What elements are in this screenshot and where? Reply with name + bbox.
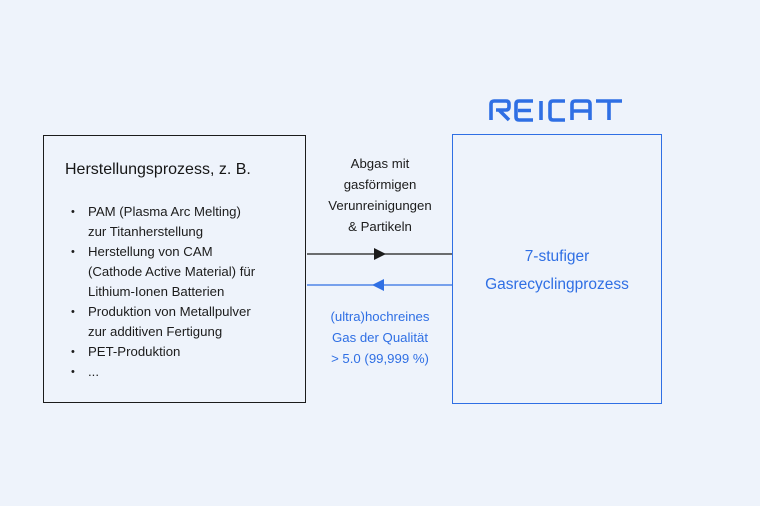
list-item: PET-Produktion (71, 342, 301, 362)
exhaust-gas-arrow (307, 248, 452, 260)
list-item-line: Produktion von Metallpulver (88, 304, 251, 319)
process-examples-list: PAM (Plasma Arc Melting) zur Titanherste… (71, 202, 301, 382)
pure-gas-label: (ultra)hochreines Gas der Qualität > 5.0… (310, 306, 450, 369)
list-item-line: Lithium-Ionen Batterien (88, 284, 225, 299)
list-item-line: PAM (Plasma Arc Melting) (88, 204, 241, 219)
list-item-line: PET-Produktion (88, 344, 181, 359)
exhaust-gas-label-line: Verunreinigungen (328, 198, 432, 213)
pure-gas-label-line: > 5.0 (99,999 %) (331, 351, 429, 366)
list-item-line: Herstellung von CAM (88, 244, 213, 259)
manufacturing-process-box: Herstellungsprozess, z. B. PAM (Plasma A… (43, 135, 306, 403)
list-item: ... (71, 362, 301, 382)
recycling-process-box: 7-stufiger Gasrecyclingprozess (452, 134, 662, 404)
pure-gas-arrow (307, 279, 452, 291)
list-item-line: zur additiven Fertigung (88, 324, 223, 339)
reicat-logo (489, 99, 622, 122)
pure-gas-label-line: (ultra)hochreines (330, 309, 430, 324)
recycling-process-label-line: Gasrecyclingprozess (485, 276, 629, 293)
list-item-line: (Cathode Active Material) für (88, 264, 256, 279)
exhaust-gas-label: Abgas mit gasförmigen Verunreinigungen &… (310, 153, 450, 237)
exhaust-gas-label-line: gasförmigen (343, 177, 417, 192)
pure-gas-label-line: Gas der Qualität (331, 330, 429, 345)
recycling-process-label-line: 7-stufiger (524, 248, 590, 265)
list-item: PAM (Plasma Arc Melting) zur Titanherste… (71, 202, 301, 242)
exhaust-gas-label-line: & Partikeln (348, 219, 412, 234)
list-item: Produktion von Metallpulver zur additive… (71, 302, 301, 342)
manufacturing-process-title: Herstellungsprozess, z. B. (65, 161, 251, 178)
list-item: Herstellung von CAM (Cathode Active Mate… (71, 242, 301, 302)
exhaust-gas-label-line: Abgas mit (350, 156, 410, 171)
recycling-process-label: 7-stufiger Gasrecyclingprozess (453, 243, 661, 299)
list-item-line: zur Titanherstellung (88, 224, 204, 239)
list-item-line: ... (88, 364, 99, 379)
